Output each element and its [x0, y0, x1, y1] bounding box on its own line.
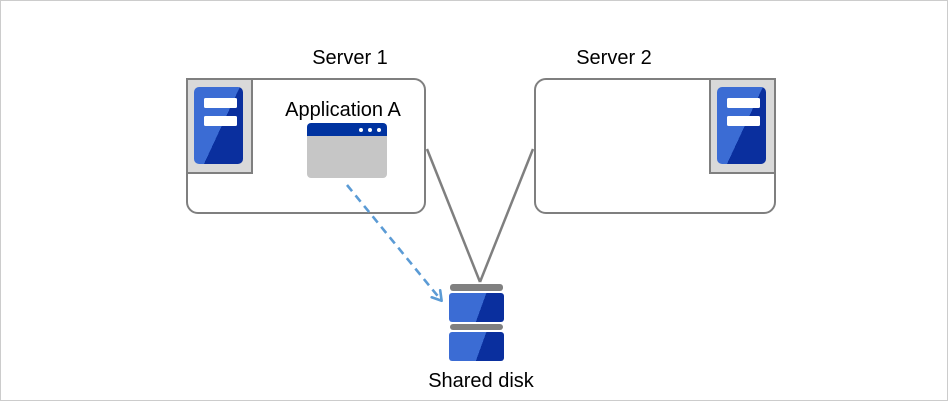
tower-slot-icon	[727, 116, 760, 126]
disk-unit-icon	[449, 332, 504, 361]
application-window-icon	[307, 123, 387, 178]
stacked-disk-icon	[449, 283, 504, 362]
app-titlebar	[307, 123, 387, 136]
tower-slot-icon	[204, 98, 237, 108]
disk-cap-icon	[450, 284, 503, 291]
tower-slot-icon	[727, 98, 760, 108]
application-label: Application A	[285, 99, 401, 121]
server-tower-icon	[717, 87, 766, 164]
window-dot-icon	[359, 127, 363, 132]
server2-icon-panel	[709, 78, 776, 174]
server-tower-icon	[194, 87, 243, 164]
tower-slot-icon	[204, 116, 237, 126]
app-window-body	[307, 136, 387, 178]
shared-disk-label: Shared disk	[428, 370, 534, 392]
server1-icon-panel	[186, 78, 253, 174]
disk-cap-icon	[450, 323, 503, 330]
server2-label: Server 2	[576, 47, 652, 69]
connector-server1-to-disk	[425, 148, 482, 283]
window-dot-icon	[368, 127, 372, 132]
disk-unit-icon	[449, 292, 504, 322]
window-dot-icon	[377, 127, 381, 132]
connector-server2-to-disk	[478, 148, 535, 283]
server1-label: Server 1	[312, 47, 388, 69]
